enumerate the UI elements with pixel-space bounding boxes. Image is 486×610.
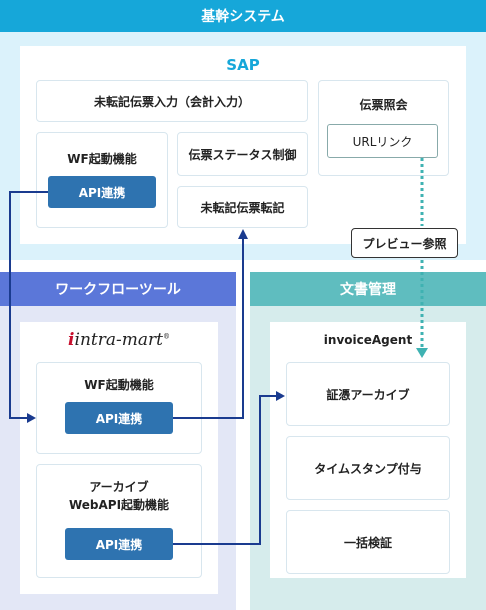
preview-label: プレビュー参照 [362,236,447,251]
docs-header: 文書管理 [250,272,486,306]
workflow-header: ワークフローツール [0,272,236,306]
doc-item-timestamp: タイムスタンプ付与 [286,436,450,500]
workflow-api-label: API連携 [95,411,143,426]
sap-title: SAP [226,56,260,74]
workflow-wf-label: WF起動機能 [84,378,154,392]
unposted-post-label: 未転記伝票転記 [200,200,285,215]
url-link-button[interactable]: URLリンク [327,124,438,158]
sap-api-button[interactable]: API連携 [48,176,156,208]
kikan-system-title: 基幹システム [201,9,285,25]
inquiry-label: 伝票照会 [359,98,408,112]
unposted-input-label: 未転記伝票入力（会計入力） [93,94,250,109]
docs-title: 文書管理 [340,282,396,298]
archive-api-label: API連携 [95,537,143,552]
archive-label-line2: WebAPI起動機能 [68,498,170,512]
doc-item-archive: 証憑アーカイブ [286,362,450,426]
sap-wf-label: WF起動機能 [67,152,137,166]
invoiceagent-title: invoiceAgent [323,333,413,347]
doc-item-verify-label: 一括検証 [343,535,392,550]
doc-item-verify: 一括検証 [286,510,450,574]
archive-api-button[interactable]: API連携 [65,528,173,560]
unposted-post-box: 未転記伝票転記 [177,186,308,228]
unposted-input-box: 未転記伝票入力（会計入力） [36,80,308,122]
preview-label-box: プレビュー参照 [351,228,458,258]
sap-api-label: API連携 [78,185,126,200]
status-control-label: 伝票ステータス制御 [188,147,297,162]
url-link-label: URLリンク [352,134,413,149]
doc-item-timestamp-label: タイムスタンプ付与 [314,461,422,476]
intramart-logo: iintra-mart® [68,330,170,350]
workflow-title: ワークフローツール [55,282,181,298]
workflow-api-button[interactable]: API連携 [65,402,173,434]
status-control-box: 伝票ステータス制御 [177,132,308,176]
archive-label-line1: アーカイブ [89,480,149,494]
doc-item-archive-label: 証憑アーカイブ [326,387,410,402]
intramart-logo-text: intra-mart [74,330,163,350]
kikan-system-header: 基幹システム [0,0,486,32]
